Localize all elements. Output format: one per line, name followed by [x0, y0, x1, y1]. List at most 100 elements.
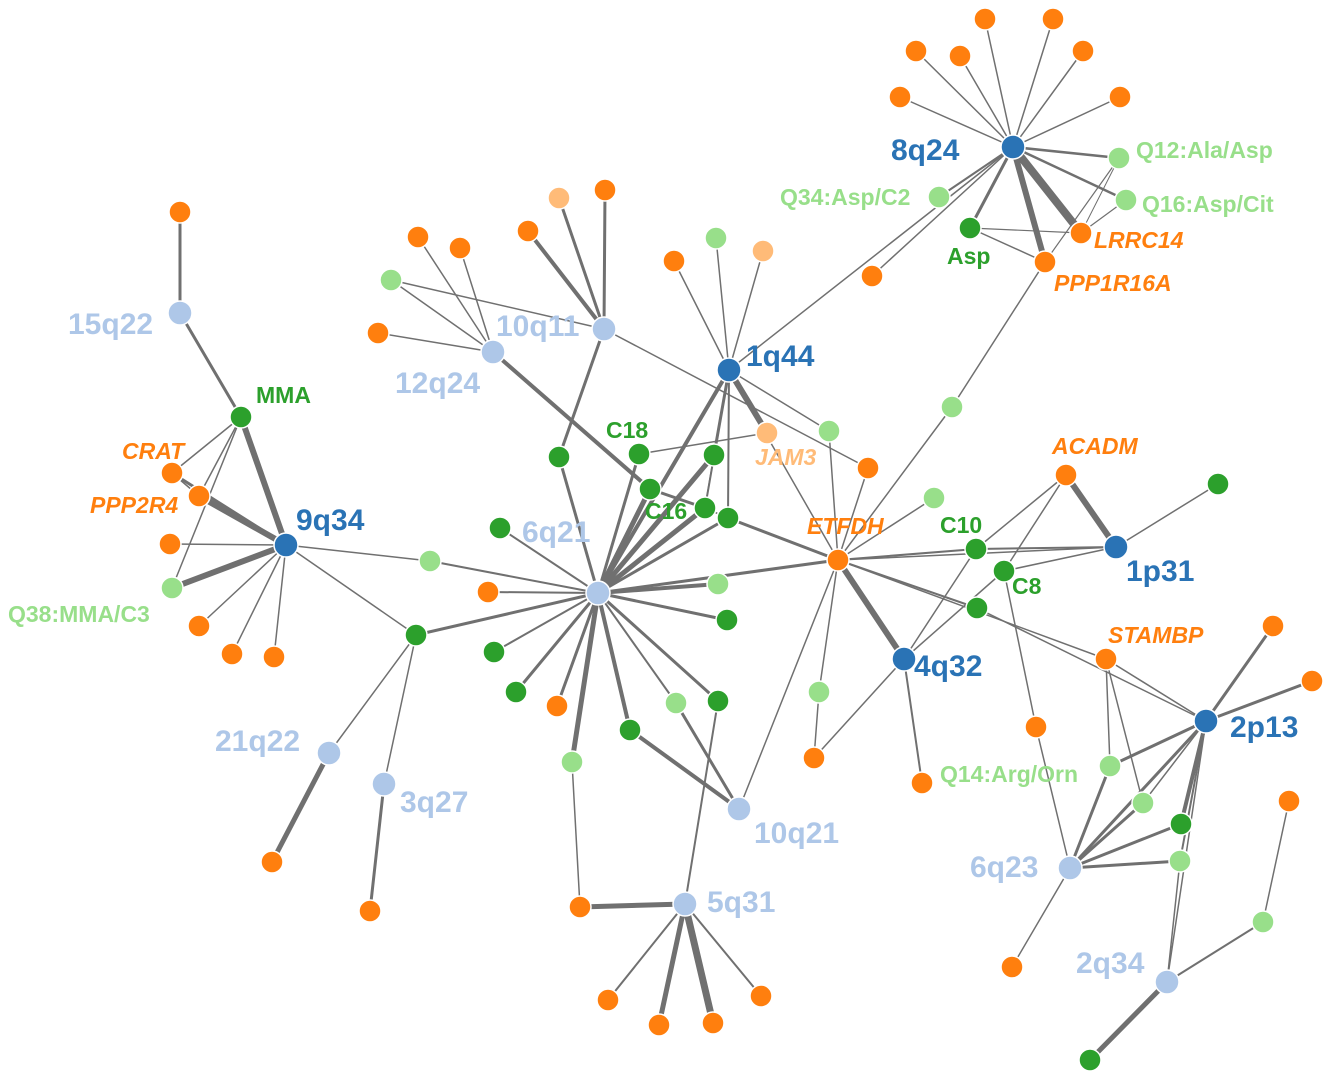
node-g12: [706, 689, 730, 713]
edge-8q24-1q44: [728, 146, 1014, 371]
edge-6q23-r12: [1068, 859, 1182, 870]
node-6q23: [1057, 855, 1083, 881]
edge-8q24-o5: [1012, 50, 1084, 148]
node-g15: [1078, 1048, 1102, 1072]
node-Q34: [927, 185, 951, 209]
label-1p31: 1p31: [1126, 555, 1194, 588]
node-o9: [593, 178, 617, 202]
edge-9q34-Q38: [169, 542, 289, 591]
label-PPP1R16A: PPP1R16A: [1054, 270, 1172, 296]
edge-6q21-g9: [414, 591, 600, 637]
edge-5q31-o34: [656, 901, 688, 1028]
node-g13: [618, 718, 642, 742]
edge-1q44-g5: [727, 369, 730, 519]
node-o23: [220, 642, 244, 666]
edge-Q12-LRRC14: [1080, 157, 1120, 234]
node-g8: [715, 608, 739, 632]
node-3q27: [371, 771, 397, 797]
edge-10q11-o9: [602, 188, 607, 331]
label-LRRC14: LRRC14: [1094, 227, 1184, 253]
edge-ETFDH-r9: [818, 559, 839, 693]
edge-r10-o31: [571, 761, 581, 908]
node-r5: [922, 486, 946, 510]
edge-1q44-ETFDH: [728, 369, 839, 561]
edge-6q23-Q14: [1068, 764, 1112, 870]
edge-2p13-o19: [1204, 624, 1275, 723]
node-Asp: [958, 216, 982, 240]
edge-9q34-PPP2R4: [196, 493, 289, 548]
node-o24: [262, 645, 286, 669]
node-LRRC14: [1069, 221, 1093, 245]
edge-8q24-Q16: [1011, 145, 1128, 202]
edge-8q24-o1: [984, 18, 1014, 148]
node-CRAT: [160, 461, 184, 485]
edge-ETFDH-C10: [837, 548, 977, 561]
edge-8q24-o6: [899, 96, 1014, 148]
edge-ETFDH-r5: [837, 497, 935, 561]
edge-C8-o25: [1003, 570, 1037, 728]
label-3q27: 3q27: [400, 786, 468, 819]
label-10q11: 10q11: [496, 310, 579, 343]
edge-5q31-o33: [607, 903, 686, 1001]
node-o26: [802, 746, 826, 770]
node-r6: [418, 549, 442, 573]
node-1q44: [716, 357, 742, 383]
edge-8q24-Q34: [938, 146, 1014, 198]
edge-MMA-PPP2R4: [198, 416, 242, 497]
label-6q23: 6q23: [970, 851, 1038, 884]
edge-2p13-STAMBP: [1105, 658, 1207, 722]
node-g2: [702, 443, 726, 467]
edge-12q24-r2: [390, 279, 494, 353]
edge-6q21-g2: [595, 452, 717, 596]
edge-6q23-o32: [1011, 867, 1071, 968]
node-o19: [1261, 614, 1285, 638]
edge-g7-2p13: [976, 607, 1207, 722]
edge-6q21-g10: [493, 592, 599, 653]
node-o31: [568, 895, 592, 919]
label-2q34: 2q34: [1076, 947, 1145, 980]
edge-C8-ACADM: [1003, 474, 1067, 572]
label-C8: C8: [1012, 573, 1042, 599]
edge-2q34-r12: [1166, 860, 1181, 983]
edge-6q21-g1: [557, 455, 600, 595]
edge-C8-1p31: [1003, 546, 1117, 572]
node-g11: [504, 680, 528, 704]
node-o25: [1024, 715, 1048, 739]
edge-6q21-r8: [597, 592, 677, 704]
node-o5: [1071, 39, 1095, 63]
label-CRAT: CRAT: [122, 438, 186, 464]
node-6q21: [585, 580, 611, 606]
node-PPP1R16A: [1033, 250, 1057, 274]
label-Q38: Q38:MMA/C3: [8, 601, 150, 627]
edge-Q12-PPP1R16A: [1044, 157, 1120, 263]
node-PPP2R4: [187, 484, 211, 508]
node-o17: [476, 580, 500, 604]
node-l2: [751, 239, 775, 263]
node-r8: [664, 691, 688, 715]
node-g10: [482, 640, 506, 664]
edge-g13-10q21: [628, 728, 741, 811]
edge-1q44-o13: [673, 260, 730, 371]
edge-10q11-l1: [557, 196, 606, 331]
node-o33: [596, 988, 620, 1012]
edge-6q21-g12: [596, 591, 720, 703]
node-9q34: [273, 532, 299, 558]
edge-C18-JAM3: [638, 432, 768, 455]
edge-8q24-Asp: [968, 145, 1015, 230]
edge-C10-4q32: [903, 548, 977, 660]
node-o11: [406, 225, 430, 249]
edge-g9-3q27: [383, 634, 417, 785]
label-15q22: 15q22: [68, 308, 153, 341]
node-r3: [940, 395, 964, 419]
edge-1q44-l2: [728, 250, 764, 371]
edge-8q24-o15: [871, 146, 1014, 277]
edge-Asp-LRRC14: [969, 227, 1082, 234]
label-C16: C16: [645, 498, 687, 524]
edge-6q21-g13: [596, 591, 632, 732]
label-ACADM: ACADM: [1051, 433, 1138, 459]
edge-6q21-C16: [595, 505, 708, 596]
node-o16: [856, 456, 880, 480]
node-r9: [807, 680, 831, 704]
node-o18: [545, 694, 569, 718]
